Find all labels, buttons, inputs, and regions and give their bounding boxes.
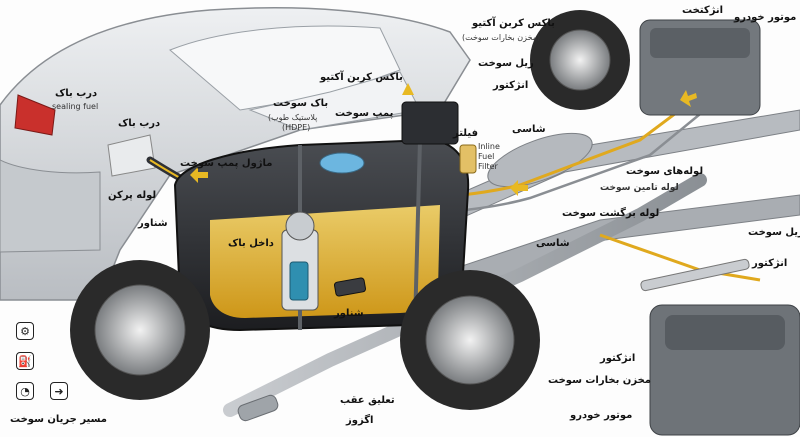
label-manifold: انژکتخت: [682, 5, 724, 16]
rear-bumper: [0, 159, 101, 253]
label-chassis-right: شاسی: [536, 238, 570, 249]
label-float-inside: شناور: [334, 308, 364, 319]
fuel-level: [210, 205, 440, 318]
label-rear-suspension: تعلیق عقب: [340, 395, 395, 406]
tank-strap-2: [413, 139, 422, 326]
label-hdpe: (HDPE): [282, 123, 311, 132]
fuel-rail-bottom: [640, 258, 750, 292]
label-exhaust: اگزوز: [346, 415, 374, 426]
fuel-pump-icon: ⛽: [16, 352, 34, 370]
front-rim-top: [549, 29, 611, 91]
gauge-icon: ◔: [16, 382, 34, 400]
muffler: [487, 132, 593, 188]
label-fuel-rail-right: ریل سوخت: [748, 227, 800, 238]
label-door-tank: درب باک: [118, 118, 161, 129]
label-engine-top: موتور خودرو: [734, 12, 797, 23]
label-injector-top: انژکتور: [493, 80, 529, 91]
label-door-tank-top: درب باک: [55, 88, 98, 99]
label-engine-bottom: موتور خودرو: [570, 410, 633, 421]
label-filler-pipe: لوله پرکن: [108, 190, 157, 201]
engine-bottom-cover: [665, 315, 785, 350]
label-fuel-rail-top: ریل سوخت: [478, 58, 534, 69]
carbon-canister: [401, 101, 459, 145]
label-carbon-box-top: باکس کربن آکتیو: [472, 18, 555, 29]
label-tank-material: پلاستیک طوب): [268, 113, 318, 122]
label-return-line: لوله برگشت سوخت: [562, 208, 660, 219]
pump-motor: [289, 261, 309, 301]
label-injector-bottom: انژکتور: [600, 353, 636, 364]
label-fuel-lines: لوله‌های سوخت: [626, 166, 704, 177]
label-vapor-tank-bottom: مخزن بخارات سوخت: [548, 375, 651, 386]
engine-top-cover: [650, 28, 750, 58]
tail-light: [14, 94, 56, 136]
flow-arrow-2: [510, 180, 528, 196]
label-inside-tank: داخل باک: [228, 238, 274, 249]
label-vapor-store: (مخزن بخارات سوخت): [462, 33, 541, 42]
vapor-arrow: [402, 83, 414, 95]
exhaust-tip: [237, 394, 279, 422]
float-sensor: [333, 277, 367, 297]
label-supply-line: لوله تامین سوخت: [600, 183, 679, 193]
label-injector-right: انژکتور: [752, 258, 788, 269]
flow-arrow-1: [190, 167, 208, 183]
label-inline-filter: Inline Fuel Filter: [478, 142, 500, 171]
legend: ⚙ ⛽ ◔ ➜ مسیر جریان سوخت: [10, 318, 107, 430]
tank-cap: [319, 152, 365, 174]
label-fuel-flow-path: مسیر جریان سوخت: [10, 414, 108, 425]
flow-arrow-3: [680, 90, 697, 107]
label-fuel-pump: پمپ سوخت: [335, 108, 394, 119]
label-carbon-box: باکس کربن آکتیو: [320, 72, 403, 83]
label-float-left: شناور: [138, 218, 168, 229]
label-filter: فیلتر: [453, 128, 479, 139]
pump-flange: [285, 211, 315, 241]
gear-icon: ⚙: [16, 322, 34, 340]
flow-arrow-icon: ➜: [50, 382, 68, 400]
label-chassis-mid: شاسی: [512, 124, 546, 135]
exhaust-pipe: [223, 173, 707, 417]
label-fuel-pump-module: ماژول پمپ سوخت: [180, 158, 273, 169]
label-sealing-fuel: sealing fuel: [52, 102, 99, 111]
label-fuel-tank: باک سوخت: [273, 98, 329, 109]
rear-left-rim: [94, 284, 186, 376]
rear-right-rim: [425, 295, 515, 385]
fuel-door: [107, 134, 156, 177]
inline-filter: [459, 144, 477, 174]
